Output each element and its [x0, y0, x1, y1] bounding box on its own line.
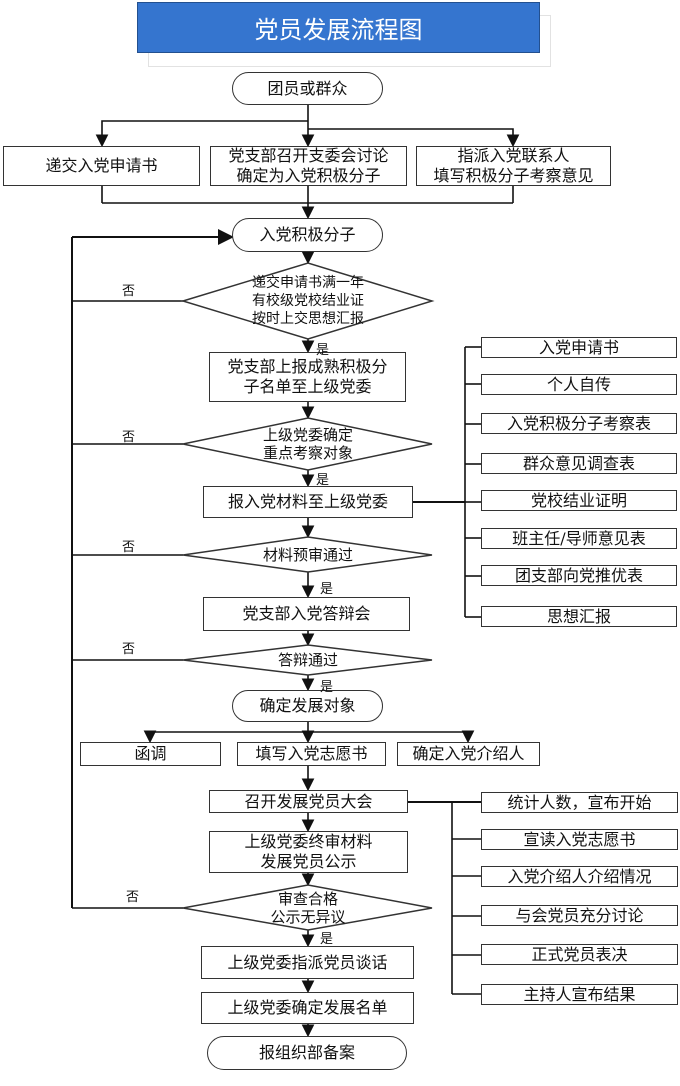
material-item: 入党积极分子考察表: [481, 413, 677, 434]
yes-label: 是: [320, 932, 334, 947]
meeting-step: 宣读入党志愿书: [481, 829, 678, 850]
step-assign-contact: 指派入党联系人 填写积极分子考察意见: [416, 146, 611, 186]
talk-node: 上级党委指派党员谈话: [201, 946, 414, 979]
decision2-text: 上级党委确定 重点考察对象: [262, 426, 353, 462]
material-item: 群众意见调查表: [481, 453, 677, 474]
no-label: 否: [122, 430, 136, 445]
meeting-step: 入党介绍人介绍情况: [481, 866, 678, 887]
step-external-investigation: 函调: [80, 742, 221, 766]
step-submit-application: 递交入党申请书: [3, 146, 200, 186]
meeting-step: 与会党员充分讨论: [481, 905, 678, 926]
decision3-diamond: [182, 536, 433, 573]
material-item: 团支部向党推优表: [481, 565, 677, 586]
report-list-node: 党支部上报成熟积极分 子名单至上级党委: [209, 352, 406, 402]
decision4-diamond: [182, 644, 433, 676]
decision1-diamond: [180, 262, 435, 340]
decision5-text: 审查合格 公示无异议: [270, 889, 346, 926]
page-title: 党员发展流程图: [137, 2, 540, 53]
submit-materials-node: 报入党材料至上级党委: [203, 486, 413, 518]
candidate-node: 确定发展对象: [232, 690, 383, 722]
defense-node: 党支部入党答辩会: [203, 597, 410, 631]
start-node: 团员或群众: [232, 72, 383, 105]
material-item: 入党申请书: [481, 337, 677, 358]
no-label: 否: [122, 540, 136, 555]
decision3-text: 材料预审通过: [262, 545, 353, 564]
meeting-step: 统计人数，宣布开始: [481, 792, 678, 813]
step-fill-volunteer-form: 填写入党志愿书: [237, 742, 386, 766]
material-item: 个人自传: [481, 374, 677, 395]
no-label: 否: [122, 642, 136, 657]
step-branch-meeting: 党支部召开支委会讨论 确定为入党积极分子: [210, 146, 407, 186]
material-item: 党校结业证明: [481, 490, 677, 511]
meeting-step: 正式党员表决: [481, 944, 678, 965]
no-label: 否: [126, 890, 140, 905]
decision5-diamond: [182, 884, 433, 931]
step-confirm-introducer: 确定入党介绍人: [397, 742, 540, 766]
end-node: 报组织部备案: [207, 1036, 407, 1070]
material-item: 思想汇报: [481, 606, 677, 627]
yes-label: 是: [320, 680, 334, 695]
decision1-text: 递交申请书满一年 有校级党校结业证 按时上交思想汇报: [252, 275, 364, 327]
yes-label: 是: [316, 473, 330, 488]
meeting-step: 主持人宣布结果: [481, 984, 678, 1005]
material-item: 班主任/导师意见表: [481, 528, 677, 549]
final-review-node: 上级党委终审材料 发展党员公示: [209, 831, 408, 873]
yes-label: 是: [320, 582, 334, 597]
decision4-text: 答辩通过: [277, 651, 338, 669]
general-meeting-node: 召开发展党员大会: [209, 790, 408, 813]
yes-label: 是: [316, 343, 330, 358]
no-label: 否: [122, 284, 136, 299]
confirm-list-node: 上级党委确定发展名单: [201, 992, 414, 1024]
decision2-diamond: [182, 417, 433, 471]
activist-node: 入党积极分子: [232, 218, 383, 252]
